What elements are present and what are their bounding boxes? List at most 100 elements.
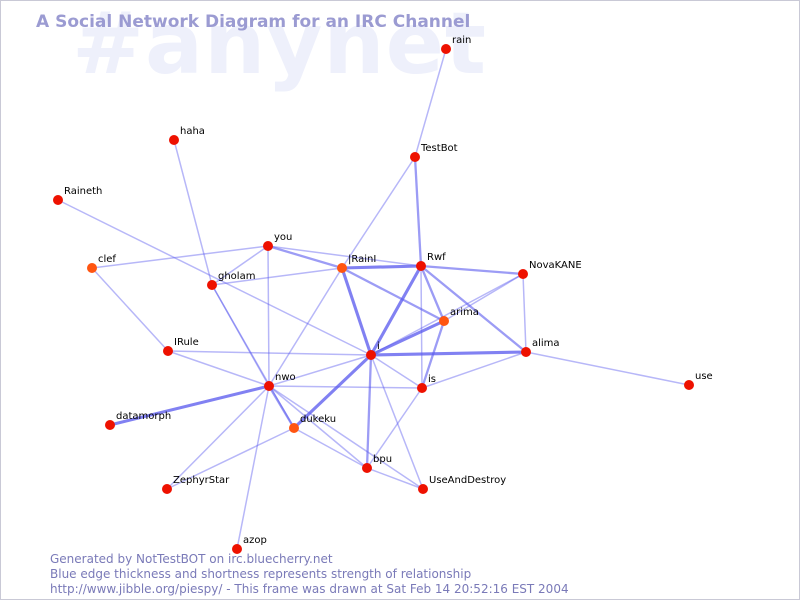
edge-rwf-i	[369, 264, 423, 357]
edge-rain-testbot	[414, 48, 447, 158]
edge-rwf-arima	[419, 264, 446, 323]
node-label: dukeku	[300, 414, 336, 425]
node-dot	[418, 484, 428, 494]
node-label: azop	[243, 535, 267, 546]
edge-nwo-azop	[236, 385, 270, 550]
edge-iraini-i	[340, 266, 373, 357]
edge-iraini-arima	[340, 266, 446, 323]
node-label: alima	[532, 338, 560, 349]
edge-iraini-nwo	[268, 267, 343, 387]
edge-nwo-is	[268, 385, 423, 389]
node-alima: alima	[521, 338, 560, 357]
footer: Generated by NotTestBOT on irc.bluecherr…	[50, 552, 569, 597]
node-bpu: bpu	[362, 454, 392, 473]
edge-dukeku-zephyrstar	[166, 427, 295, 490]
edge-you-iraini	[266, 244, 344, 270]
edge-nwo-zephyrstar	[166, 385, 270, 490]
node-label: is	[428, 374, 436, 385]
node-label: ZephyrStar	[173, 475, 230, 486]
edge-is-bpu	[366, 387, 423, 469]
node-dot	[169, 135, 179, 145]
node-label: IRule	[174, 337, 199, 348]
node-label: TestBot	[420, 143, 458, 154]
edge-i-is	[370, 354, 423, 389]
node-dot	[163, 346, 173, 356]
node-iraini: |RainI	[337, 254, 376, 273]
node-label: rain	[452, 35, 471, 46]
node-azop: azop	[232, 535, 267, 554]
node-dot	[264, 381, 274, 391]
edge-you-rwf	[267, 245, 422, 267]
node-label: datamorph	[116, 411, 171, 422]
edge-haha-gholam	[173, 139, 213, 286]
footer-generated-by: Generated by NotTestBOT on irc.bluecherr…	[50, 552, 333, 566]
node-dot	[362, 463, 372, 473]
node-label: Rwf	[427, 252, 446, 263]
edge-nwo-useanddestroy	[268, 385, 424, 490]
node-testbot: TestBot	[410, 143, 458, 162]
node-label: you	[274, 232, 292, 243]
edge-nwo-bpu	[268, 385, 368, 469]
node-dot	[441, 44, 451, 54]
node-raineth: Raineth	[53, 186, 102, 205]
edge-rwf-alima	[419, 264, 528, 354]
node-label: NovaKANE	[529, 260, 582, 271]
footer-timestamp-link[interactable]: http://www.jibble.org/piespy/ - This fra…	[50, 582, 569, 596]
node-label: UseAndDestroy	[429, 475, 506, 486]
edge-testbot-rwf	[413, 155, 423, 268]
node-dot	[162, 484, 172, 494]
node-gholam: gholam	[207, 271, 255, 290]
node-rwf: Rwf	[416, 252, 446, 271]
node-dot	[410, 152, 420, 162]
node-dot	[337, 263, 347, 273]
edge-i-alima	[369, 350, 528, 357]
node-is: is	[417, 374, 436, 393]
edge-raineth-i	[57, 199, 372, 356]
node-label: use	[695, 371, 713, 382]
node-haha: haha	[169, 126, 205, 145]
node-useanddestroy: UseAndDestroy	[418, 475, 506, 494]
edge-alima-use	[525, 351, 690, 386]
node-label: bpu	[373, 454, 392, 465]
node-dot	[232, 544, 242, 554]
edge-nwo-datamorph	[108, 384, 271, 427]
node-label: arima	[450, 307, 479, 318]
edge-bpu-useanddestroy	[366, 467, 424, 490]
node-dot	[105, 420, 115, 430]
edge-i-nwo	[268, 354, 372, 387]
node-label: gholam	[218, 271, 255, 282]
edge-irule-nwo	[167, 350, 270, 387]
edge-i-bpu	[365, 353, 373, 470]
edge-i-dukeku	[292, 353, 373, 430]
node-datamorph: datamorph	[105, 411, 171, 430]
node-irule: IRule	[163, 337, 199, 356]
node-dot	[416, 261, 426, 271]
edge-rwf-is	[420, 265, 423, 389]
node-label: |RainI	[348, 254, 376, 265]
node-use: use	[684, 371, 713, 390]
edge-nwo-dukeku	[267, 384, 296, 430]
node-dot	[263, 241, 273, 251]
node-label: nwo	[275, 372, 296, 383]
node-dot	[518, 269, 528, 279]
edge-gholam-nwo	[211, 284, 270, 387]
node-dot	[366, 350, 376, 360]
node-dot	[53, 195, 63, 205]
edge-arima-i	[369, 319, 446, 357]
diagram-title: A Social Network Diagram for an IRC Chan…	[36, 12, 471, 32]
node-clef: clef	[87, 254, 116, 273]
edge-novakane-alima	[522, 273, 527, 353]
node-i: i	[366, 341, 380, 360]
node-you: you	[263, 232, 292, 251]
edge-gholam-iraini	[211, 267, 343, 286]
node-dot	[684, 380, 694, 390]
edge-layer	[57, 48, 690, 550]
edge-iraini-rwf	[340, 264, 423, 270]
edge-dukeku-bpu	[293, 427, 368, 469]
edge-testbot-iraini	[341, 156, 416, 269]
node-novakane: NovaKANE	[518, 260, 582, 279]
edge-i-useanddestroy	[370, 354, 424, 490]
edge-i-irule	[167, 350, 372, 356]
node-dot	[207, 280, 217, 290]
